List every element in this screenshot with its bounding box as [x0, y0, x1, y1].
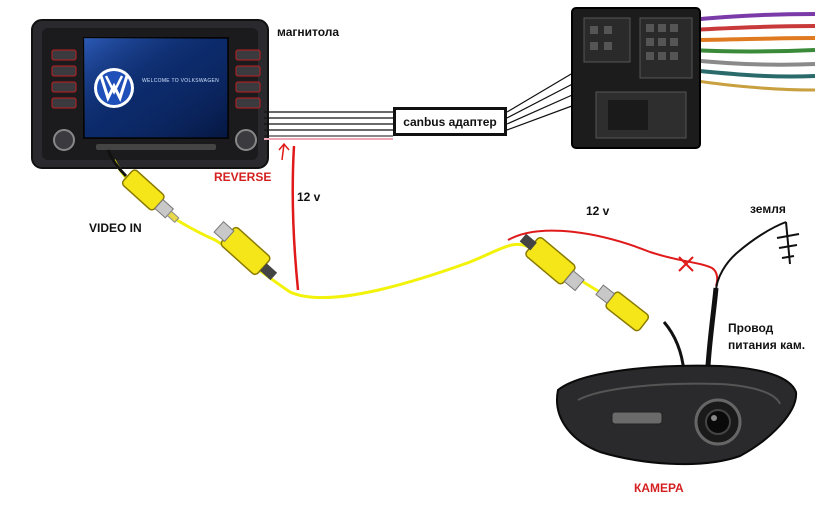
volt-left-label: 12 v [297, 190, 321, 204]
rca-plug-video-in-icon [121, 169, 180, 224]
camera-12v-wire [507, 229, 719, 287]
reverse-12v-wire [291, 145, 300, 291]
ground-symbol-icon [776, 221, 800, 265]
rca-plug-camera-icon [595, 284, 650, 332]
head-unit-label: магнитола [277, 25, 340, 39]
reverse-label: REVERSE [214, 170, 272, 184]
tune-knob-icon [235, 129, 257, 151]
camera-power-label-line1: Провод [728, 321, 774, 335]
video-in-cable [106, 149, 128, 178]
camera-label: КАМЕРА [634, 481, 684, 495]
harness-wires-to-adapter [264, 111, 393, 131]
camera-power-cable [705, 287, 719, 367]
video-cable [112, 159, 531, 300]
camera-power-label-line2: питания кам. [728, 338, 806, 352]
camera-video-cable [662, 321, 686, 373]
rca-plug-middle-right-icon [519, 233, 585, 292]
head-unit-left-buttons [51, 49, 77, 109]
canbus-adapter: canbus адаптер [393, 107, 507, 136]
volume-knob-icon [53, 129, 75, 151]
cut-mark-icon [678, 256, 694, 272]
canbus-adapter-label: canbus адаптер [403, 114, 497, 129]
screen-welcome-text: WELCOME TO VOLKSWAGEN [142, 78, 220, 84]
rear-camera [556, 364, 798, 466]
vw-logo-icon [94, 68, 134, 108]
video-in-label: VIDEO IN [89, 221, 142, 235]
head-unit [31, 19, 269, 169]
head-unit-right-buttons [235, 49, 261, 109]
volt-right-label: 12 v [586, 204, 610, 218]
quadlock-connector [571, 7, 816, 149]
reverse-arrow-icon [278, 142, 290, 161]
rca-plug-middle-left-icon [213, 220, 278, 281]
ground-wire [715, 221, 787, 293]
ground-label: земля [750, 202, 786, 216]
